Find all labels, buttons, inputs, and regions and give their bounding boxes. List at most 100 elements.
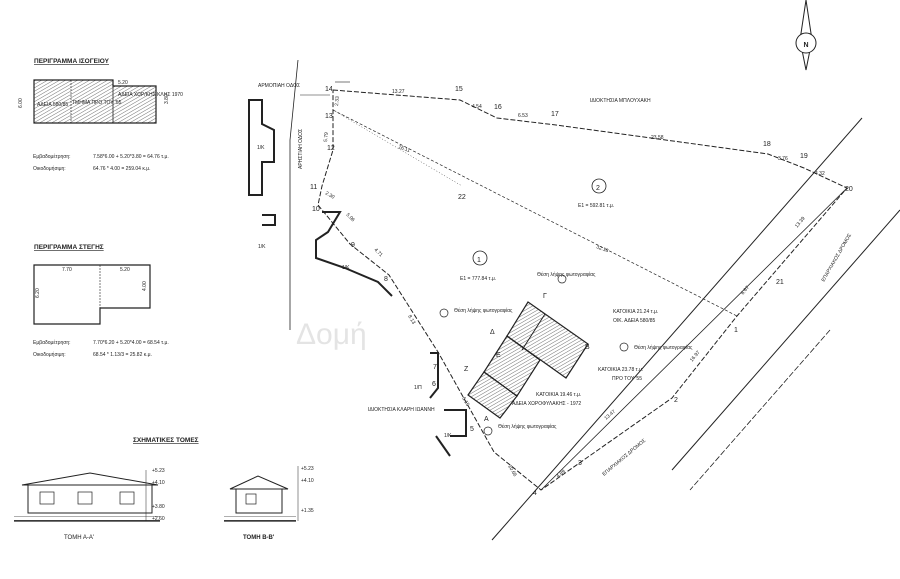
vertex-5: 5 xyxy=(470,426,474,433)
gf-coverage-label: Εμβαδομέτρηση: xyxy=(33,153,71,160)
gf-dim-top: 5.20 xyxy=(118,80,128,86)
ground-floor-outline xyxy=(33,79,157,124)
vertex-6: 6 xyxy=(432,381,436,388)
dist-22-1: 32.18 xyxy=(595,244,609,254)
building-1k-b: 1/Κ xyxy=(258,244,266,250)
ground-floor-title: ΠΕΡΙΓΡΑΜΜΑ ΙΣΟΓΕΙΟΥ xyxy=(34,58,110,65)
gf-label-b: ΤΜΗΜΑ ΠΡΟ ΤΟΥ '55 xyxy=(72,100,122,106)
dist-12-13: 5.79 xyxy=(323,132,330,142)
corner-d: Δ xyxy=(490,329,495,336)
parcel-boundary xyxy=(317,89,848,491)
building-1p: 1/Π xyxy=(414,385,422,391)
roof-dim-right: 4.00 xyxy=(142,281,148,291)
sec-b-level-2: +4.10 xyxy=(301,478,314,484)
sec-a-level-4: +2.60 xyxy=(152,516,165,522)
vertex-21: 21 xyxy=(776,279,784,286)
dist-14-15: 13.27 xyxy=(392,89,405,95)
vertex-7: 7 xyxy=(433,364,437,371)
gf-coverage-value: 7.58*6.00 + 5.20*3.80 = 64.76 τ.μ. xyxy=(93,154,169,160)
dist-1-2: 16.97 xyxy=(689,350,702,364)
house-2-label: ΚΑΤΟΙΚΙΑ 23.78 τ.μ. xyxy=(598,367,643,373)
dist-19-20: 4.32 xyxy=(815,171,825,177)
parcel-2-number: 2 xyxy=(596,185,600,192)
road-left: ΑΡΗΣΤΙΑΗ ΟΔΟΣ xyxy=(298,129,304,169)
sec-a-level-3: +3.80 xyxy=(152,504,165,510)
left-buildings xyxy=(248,59,467,457)
section-b-drawing xyxy=(224,466,299,522)
sections-title: ΣΧΗΜΑΤΙΚΕΣ ΤΟΜΕΣ xyxy=(133,437,199,444)
roof-dim-left: 6.20 xyxy=(35,288,41,298)
dist-17-18: 23.58 xyxy=(651,135,664,141)
roof-outline xyxy=(33,264,151,325)
road-right: ΕΠΑΡΧΙΑΚΟΣ ΔΡΟΜΟΣ xyxy=(821,233,854,283)
sec-a-level-2: +4.10 xyxy=(152,480,165,486)
building-1k-a: 1/Κ xyxy=(257,145,265,151)
dist-4-5: 10.66 xyxy=(506,464,518,478)
watermark: Δομή xyxy=(296,318,367,351)
gf-building-value: 64.76 * 4.00 = 259.04 κ.μ. xyxy=(93,166,151,172)
corner-a: Α xyxy=(484,416,489,423)
roof-dim-a: 7.70 xyxy=(62,267,72,273)
gf-building-label: Οικοδομήσιμη: xyxy=(33,165,66,172)
parcel-1-area: Ε1 = 777.84 τ.μ. xyxy=(460,276,496,282)
roof-coverage-label: Εμβαδομέτρηση: xyxy=(33,339,71,346)
parcel-2-area: Ε1 = 592.81 τ.μ. xyxy=(578,203,614,209)
vertex-13: 13 xyxy=(325,113,333,120)
vertex-8: 8 xyxy=(384,276,388,283)
sec-a-level-1: +5.23 xyxy=(152,468,165,474)
photo-label-1: Θέση λήψης φωτογραφίας xyxy=(454,307,513,314)
vertex-15: 15 xyxy=(455,86,463,93)
camera-icon-1 xyxy=(439,308,449,318)
vertex-2: 2 xyxy=(674,397,678,404)
vertex-11: 11 xyxy=(310,184,317,191)
owner-bottom: ΙΔΙΟΚΤΗΣΙΑ ΚΛΑΡΗ ΙΩΑΝΝΗ xyxy=(368,407,435,413)
gf-dim-left: 6.00 xyxy=(18,98,24,108)
camera-icon-2 xyxy=(557,274,567,284)
house-plan xyxy=(467,301,589,419)
corner-e: Ε xyxy=(496,352,501,359)
section-a-drawing xyxy=(14,470,160,522)
building-1k-c: 1/Κ xyxy=(342,265,350,271)
vertex-20: 20 xyxy=(845,186,853,193)
roof-title: ΠΕΡΙΓΡΑΜΜΑ ΣΤΕΓΗΣ xyxy=(34,244,104,251)
house-1-label: ΚΑΤΟΙΚΙΑ 21.24 τ.μ. xyxy=(613,309,658,315)
vertex-16: 16 xyxy=(494,104,502,111)
parcel-1-number: 1 xyxy=(477,257,481,264)
vertex-14: 14 xyxy=(325,86,333,93)
dist-18-19: 3.76 xyxy=(778,156,788,162)
dist-10-9: 5.06 xyxy=(345,212,356,223)
road-edges xyxy=(491,117,900,541)
sec-b-level-3: +1.35 xyxy=(301,508,314,514)
gf-label-c: ΑΔΕΙΑ ΧΩΡ/ΚΗΣ ΚΛΗΣ 1970 xyxy=(118,92,183,98)
roof-coverage-value: 7.70*6.20 + 5.20*4.00 = 68.54 τ.μ. xyxy=(93,340,169,346)
dist-3-4: 4.89 xyxy=(555,469,566,480)
dist-6-5: 6.15 xyxy=(460,396,470,408)
parcel-1-marker xyxy=(472,250,488,266)
dist-20-21: 13.39 xyxy=(794,216,807,230)
corner-g: Γ xyxy=(543,293,547,300)
north-arrow-icon: N xyxy=(795,0,817,71)
photo-label-4: Θέση λήψης φωτογραφίας xyxy=(498,423,557,430)
house-2-label-b: ΠΡΟ ΤΟΥ '55 xyxy=(612,376,642,382)
building-1k-d: 1/Κ xyxy=(444,433,452,439)
dist-13-22: 16.11 xyxy=(397,144,411,154)
house-3-label: ΚΑΤΟΙΚΙΑ 19.46 τ.μ. xyxy=(536,392,581,398)
dist-8-7: 8.13 xyxy=(406,314,416,326)
house-1-label-b: ΟΙΚ. ΑΔΕΙΑ 580/85 xyxy=(613,318,655,324)
svg-text:N: N xyxy=(803,42,808,49)
vertex-19: 19 xyxy=(800,153,808,160)
road-top: ΑΡΜΟΠΙΑΗ ΟΔΟΣ xyxy=(258,83,300,89)
vertex-9: 9 xyxy=(351,242,355,249)
corner-b: Β xyxy=(585,344,590,351)
section-b-label: ΤΟΜΗ Β-Β' xyxy=(243,535,275,541)
vertex-10: 10 xyxy=(312,206,320,213)
camera-icon-3 xyxy=(619,342,629,352)
gf-label-a: ΑΔΕΙΑ 580/85 xyxy=(37,102,68,108)
vertex-12: 12 xyxy=(327,145,335,152)
parcel-2-marker xyxy=(591,178,607,194)
roof-dim-b: 5.20 xyxy=(120,267,130,273)
owner-top: ΙΔΙΟΚΤΗΣΙΑ ΜΠΛΟΥΧΑΚΗ xyxy=(590,98,651,104)
corner-z: Ζ xyxy=(464,366,469,373)
camera-icon-4 xyxy=(483,426,493,436)
